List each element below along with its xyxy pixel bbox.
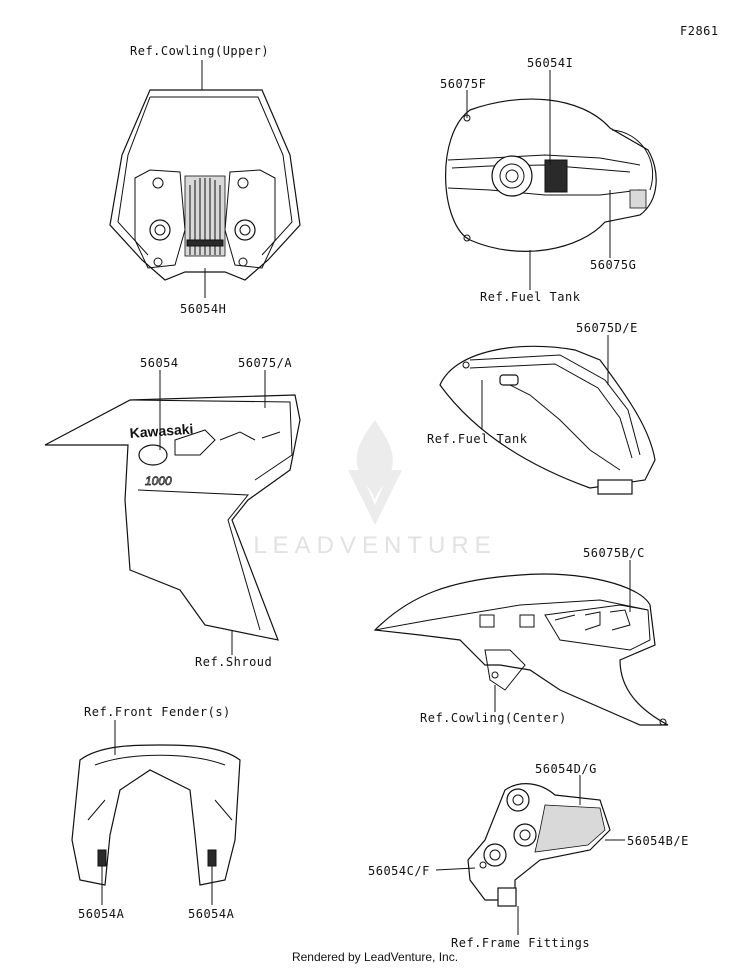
fuel-tank-side-drawing[interactable] [439, 345, 656, 495]
label-56075de[interactable]: 56075D/E [576, 321, 638, 335]
label-56054a-left[interactable]: 56054A [78, 907, 125, 921]
footer-credit: Rendered by LeadVenture, Inc. [291, 950, 459, 964]
label-ref-cowling-center[interactable]: Ref.Cowling(Center) [420, 711, 567, 725]
label-56054i[interactable]: 56054I [527, 56, 574, 70]
label-ref-fuel-tank-side[interactable]: Ref.Fuel Tank [427, 432, 528, 446]
center-cowling-drawing[interactable] [373, 573, 669, 726]
label-56075bc[interactable]: 56075B/C [583, 546, 645, 560]
leader-lines [101, 60, 631, 935]
shroud-drawing[interactable]: Kawasaki 1000 [44, 394, 301, 641]
front-fender-drawing[interactable] [71, 744, 241, 886]
label-ref-fuel-tank-top[interactable]: Ref.Fuel Tank [480, 290, 581, 304]
upper-cowling-drawing[interactable] [109, 89, 301, 281]
label-56075g[interactable]: 56075G [590, 258, 637, 272]
fuel-tank-top-drawing[interactable] [445, 98, 657, 252]
watermark-text: LEADVENTURE [253, 532, 497, 559]
label-ref-frame-fittings[interactable]: Ref.Frame Fittings [451, 936, 591, 950]
label-56075f[interactable]: 56075F [440, 77, 487, 91]
shroud-brand-decal-text: Kawasaki [129, 421, 194, 441]
label-ref-cowling-upper[interactable]: Ref.Cowling(Upper) [130, 44, 270, 58]
label-56054cf[interactable]: 56054C/F [368, 864, 430, 878]
shroud-model-decal-text: 1000 [145, 474, 172, 488]
label-56054dg[interactable]: 56054D/G [535, 762, 597, 776]
label-56075a[interactable]: 56075/A [238, 356, 293, 370]
label-ref-front-fender[interactable]: Ref.Front Fender(s) [84, 705, 231, 719]
label-56054[interactable]: 56054 [140, 356, 179, 370]
label-56054a-right[interactable]: 56054A [188, 907, 235, 921]
leadventure-watermark-logo [348, 420, 402, 525]
label-56054h[interactable]: 56054H [180, 302, 227, 316]
label-56054be[interactable]: 56054B/E [627, 834, 689, 848]
frame-fittings-drawing[interactable] [467, 783, 611, 907]
label-ref-shroud[interactable]: Ref.Shroud [195, 655, 273, 669]
figure-id: F2861 [680, 24, 719, 38]
